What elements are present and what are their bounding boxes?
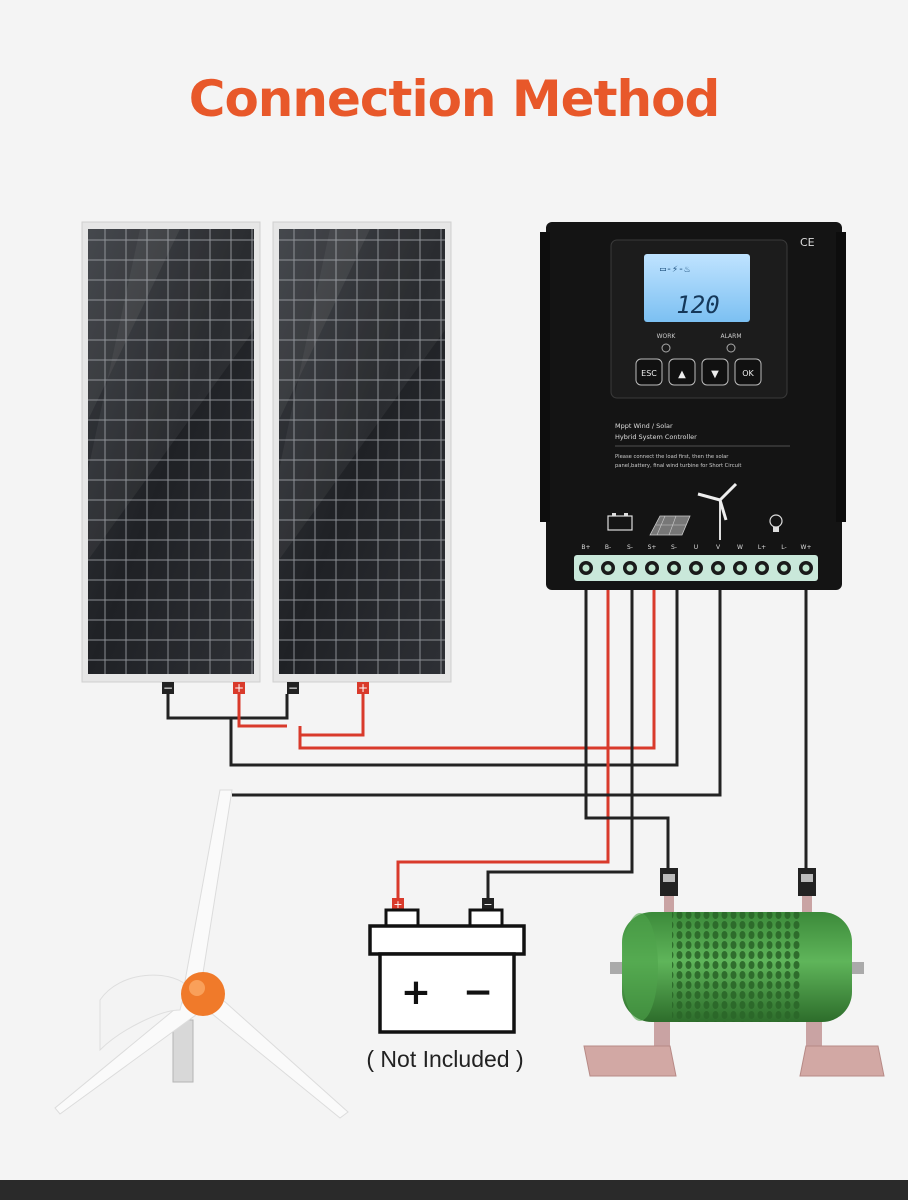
terminal-label: W+ <box>801 544 812 551</box>
terminal-label: S+ <box>648 544 657 551</box>
bulb-icon <box>769 514 783 532</box>
controller-buttons: ESC ▲ ▼ OK <box>635 358 762 386</box>
panel2-negative-symbol: − <box>288 681 298 695</box>
ok-button-label: OK <box>742 369 754 378</box>
terminal-screw-head <box>648 564 656 572</box>
lcd-screen <box>644 254 750 322</box>
solar-panel-icon <box>649 515 691 536</box>
terminal-label: S- <box>627 544 633 551</box>
battery-minus: − <box>463 972 493 1013</box>
controller-text-3: Please connect the load first, then the … <box>615 454 729 460</box>
lcd-value: 120 <box>676 291 719 319</box>
battery-terminal-positive: + <box>393 898 402 911</box>
terminal-label: L+ <box>758 544 766 551</box>
terminal-screw-head <box>780 564 788 572</box>
terminal-screw-head <box>802 564 810 572</box>
terminal-label: B- <box>605 544 611 551</box>
terminal-label: B+ <box>581 544 590 551</box>
controller-text-2: Hybrid System Controller <box>615 433 697 441</box>
terminal-label: V <box>716 544 721 551</box>
dump-load-resistor <box>583 868 885 1077</box>
solar-panel-1 <box>81 221 261 683</box>
battery-terminal-negative: − <box>483 898 492 911</box>
wind-turbine <box>54 789 349 1119</box>
led-label-work: WORK <box>657 333 677 340</box>
panel1-positive-symbol: + <box>234 681 244 695</box>
terminal-screw-head <box>714 564 722 572</box>
controller-text-4: panel,battery, final wind turbine for Sh… <box>615 463 741 469</box>
battery-not-included-note: ( Not Included ) <box>366 1046 524 1072</box>
up-button[interactable] <box>668 358 696 386</box>
down-button-label: ▼ <box>711 369 719 380</box>
esc-button[interactable] <box>635 358 663 386</box>
terminal-label: S- <box>671 544 677 551</box>
battery-plus: + <box>401 972 431 1013</box>
terminal-label: U <box>694 544 698 551</box>
terminal-screw-head <box>758 564 766 572</box>
solar-panel-2 <box>272 221 452 683</box>
page-title: Connection Method <box>188 70 721 128</box>
esc-button-label: ESC <box>641 369 657 378</box>
svg-text:▭-⚡-♨: ▭-⚡-♨ <box>660 264 690 275</box>
charge-controller: CE ▭-⚡-♨ 120 WORK ALARM ESC ▲ ▼ OK Mppt … <box>540 222 846 590</box>
terminal-screw-head <box>736 564 744 572</box>
up-button-label: ▲ <box>678 369 686 380</box>
terminal-label: W <box>737 544 743 551</box>
controller-text-1: Mppt Wind / Solar <box>615 422 673 430</box>
ok-button[interactable] <box>734 358 762 386</box>
terminal-block <box>579 561 813 575</box>
panel-terminals: − + − + <box>162 681 369 695</box>
terminal-screw-head <box>582 564 590 572</box>
down-button[interactable] <box>701 358 729 386</box>
terminal-screw-head <box>692 564 700 572</box>
terminal-labels: B+ B- S- S+ S- U V W L+ L- W+ <box>581 544 811 551</box>
battery-icon <box>607 513 633 531</box>
panel2-positive-symbol: + <box>358 681 368 695</box>
bottom-bar <box>0 1180 908 1200</box>
panel1-negative-symbol: − <box>163 681 173 695</box>
terminal-label: L- <box>781 544 786 551</box>
battery: + − + − <box>368 898 526 1034</box>
wind-turbine-icon <box>697 482 738 540</box>
ce-mark: CE <box>800 236 815 249</box>
wiring <box>166 590 808 898</box>
terminal-screw-head <box>626 564 634 572</box>
terminal-screw-head <box>670 564 678 572</box>
led-label-alarm: ALARM <box>720 333 741 340</box>
terminal-screw-head <box>604 564 612 572</box>
